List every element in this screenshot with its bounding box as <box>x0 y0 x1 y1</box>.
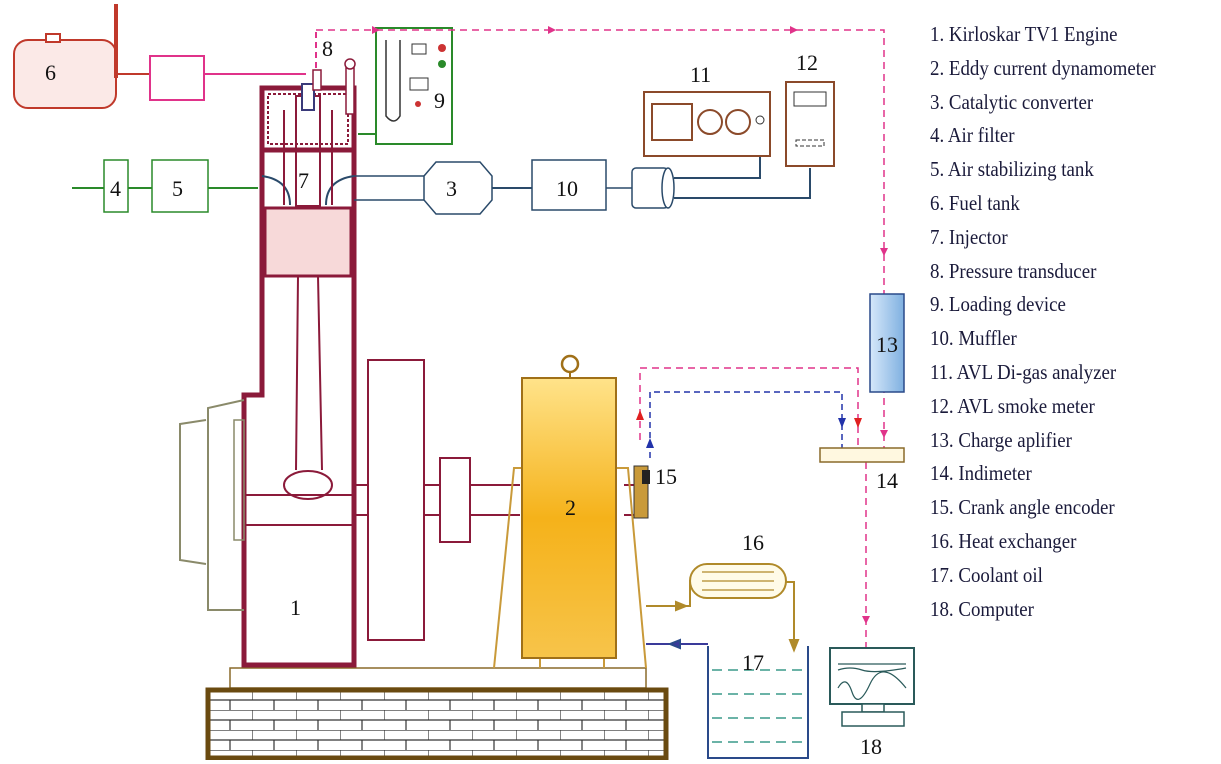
label-6: 6 <box>45 60 56 85</box>
label-4: 4 <box>110 176 121 201</box>
label-7: 7 <box>298 168 309 193</box>
loading-device <box>358 28 452 144</box>
legend-item: 1. Kirloskar TV1 Engine <box>930 18 1191 52</box>
legend-item: 16. Heat exchanger <box>930 525 1191 559</box>
label-14: 14 <box>876 468 898 493</box>
gas-analyzer <box>644 92 770 156</box>
legend-item: 18. Computer <box>930 593 1191 627</box>
label-3: 3 <box>446 176 457 201</box>
label-17: 17 <box>742 650 764 675</box>
legend-item: 14. Indimeter <box>930 457 1191 491</box>
label-15: 15 <box>655 464 677 489</box>
arrow-blue-2 <box>646 438 654 448</box>
dynamometer: 2 <box>494 356 646 668</box>
arrow-blue <box>838 418 846 428</box>
legend-item: 9. Loading device <box>930 288 1191 322</box>
legend-item: 10. Muffler <box>930 322 1191 356</box>
legend-item: 13. Charge aplifier <box>930 424 1191 458</box>
intake-line <box>72 160 258 212</box>
label-11: 11 <box>690 62 711 87</box>
legend-item: 2. Eddy current dynamometer <box>930 52 1191 86</box>
legend-item: 3. Catalytic converter <box>930 86 1191 120</box>
arrow-red-2 <box>854 418 862 428</box>
label-10: 10 <box>556 176 578 201</box>
crank-angle-encoder: 15 <box>634 464 677 518</box>
heat-exchanger <box>646 564 798 650</box>
label-8: 8 <box>322 36 333 61</box>
component-legend: 1. Kirloskar TV1 Engine 2. Eddy current … <box>930 18 1220 626</box>
legend-item: 4. Air filter <box>930 119 1191 153</box>
smoke-meter <box>786 82 834 166</box>
arrow-red <box>636 410 644 420</box>
legend-item: 11. AVL Di-gas analyzer <box>930 356 1191 390</box>
label-13: 13 <box>876 332 898 357</box>
label-9: 9 <box>434 88 445 113</box>
legend-item: 8. Pressure transducer <box>930 255 1191 289</box>
legend-item: 7. Injector <box>930 221 1191 255</box>
legend-item: 12. AVL smoke meter <box>930 390 1191 424</box>
legend-item: 15. Crank angle encoder <box>930 491 1191 525</box>
label-5: 5 <box>172 176 183 201</box>
coolant-tank <box>646 640 808 758</box>
computer <box>830 648 914 726</box>
label-2: 2 <box>565 495 576 520</box>
label-16: 16 <box>742 530 764 555</box>
encoder-signal <box>650 392 842 458</box>
legend-item: 5. Air stabilizing tank <box>930 153 1191 187</box>
legend-item: 6. Fuel tank <box>930 187 1191 221</box>
legend-item: 17. Coolant oil <box>930 559 1191 593</box>
label-1: 1 <box>290 595 301 620</box>
label-18: 18 <box>860 734 882 759</box>
engine-bed <box>208 668 666 758</box>
indimeter <box>820 448 904 462</box>
label-12: 12 <box>796 50 818 75</box>
